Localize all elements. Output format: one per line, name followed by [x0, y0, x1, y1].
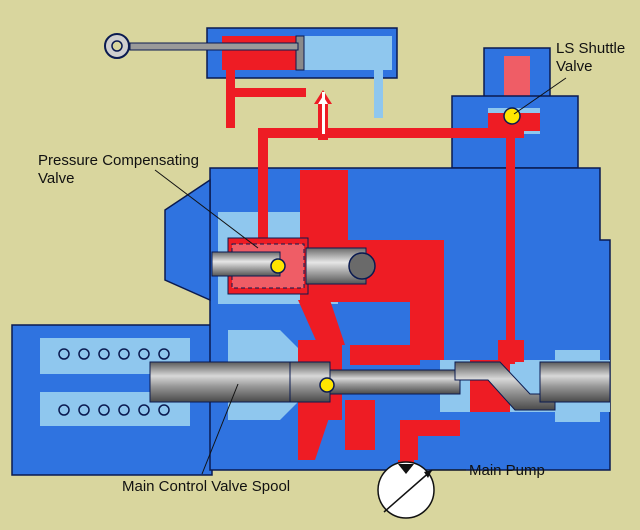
pressure-compensating-valve [211, 237, 376, 295]
main-spool [149, 361, 611, 411]
piston [295, 35, 305, 71]
pressure-compensating-valve-label-line1: Pressure Compensating [38, 152, 199, 169]
hydraulic-cylinder [104, 27, 398, 128]
spool-check-ball [319, 377, 335, 393]
ls-shuttle-valve-label-line1: LS Shuttle [556, 40, 626, 57]
leader-lines [154, 77, 567, 475]
main-pump-label: Main Pump [469, 462, 545, 479]
pressure-compensating-valve-label-line2: Valve [38, 170, 75, 187]
compensator-piston [211, 251, 281, 277]
main-pump [377, 460, 435, 519]
ls-shuttle-valve-label-line2: Valve [556, 58, 593, 75]
compensator-check-ball [270, 258, 286, 274]
pressure-compensating-valve-label: Pressure Compensating Valve [38, 152, 199, 188]
ls-shuttle-valve-label: LS Shuttle Valve [556, 40, 625, 76]
main-control-valve-spool-label: Main Control Valve Spool [122, 478, 291, 495]
return-springs [58, 348, 170, 416]
piston-rod [129, 42, 299, 51]
pump-symbol [377, 461, 435, 519]
ls-shuttle-ball [503, 107, 521, 125]
